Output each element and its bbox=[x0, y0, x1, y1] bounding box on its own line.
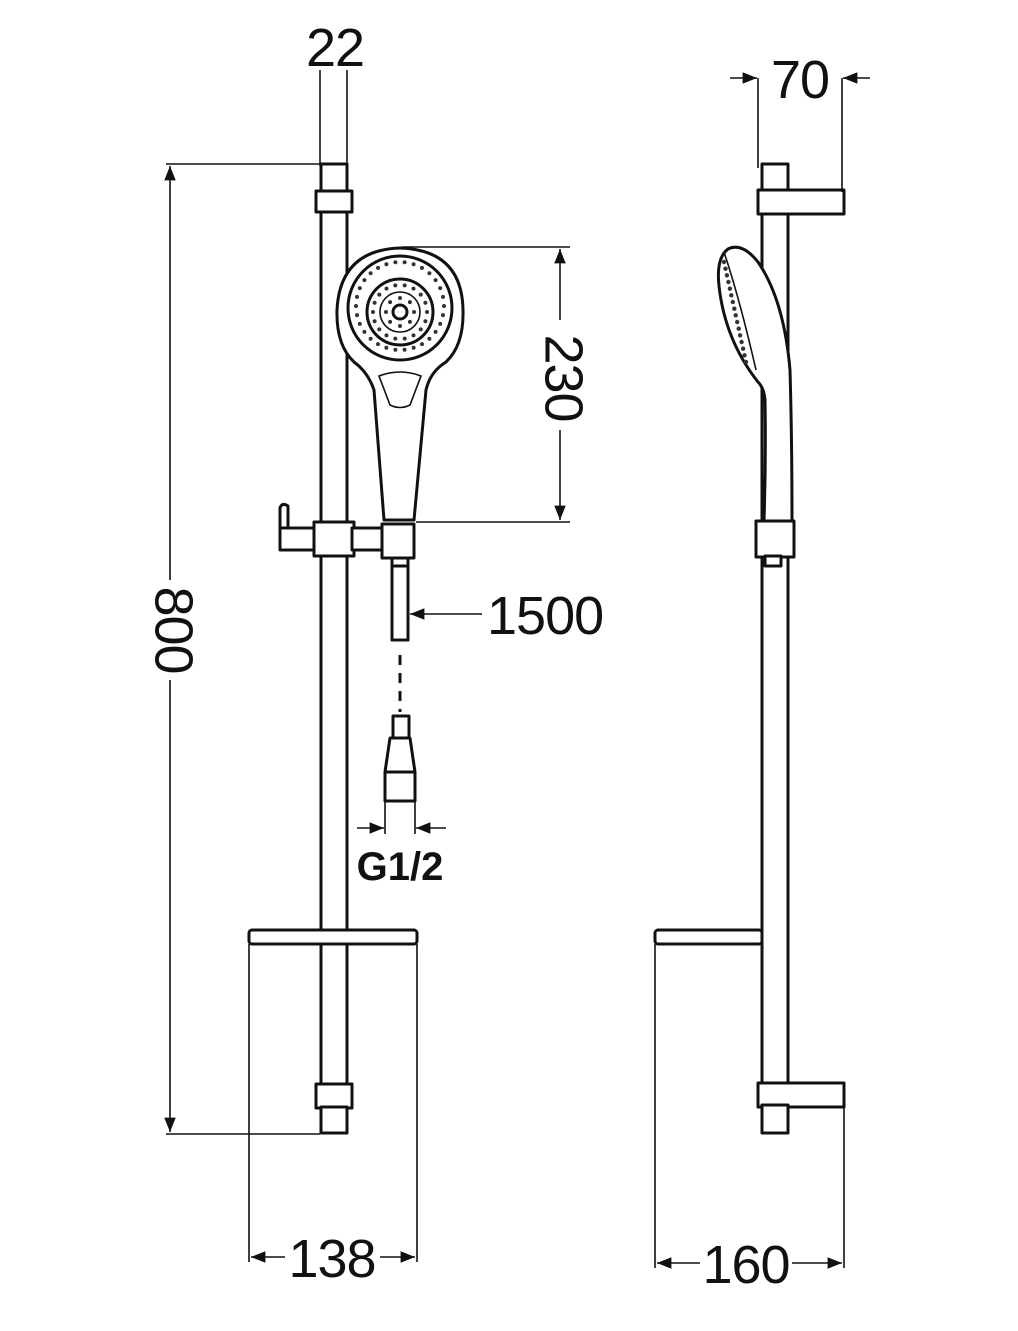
dim-shelf-depth: 160 bbox=[702, 1235, 789, 1295]
dim-wall-projection: 70 bbox=[771, 50, 829, 110]
top-bracket-collar bbox=[314, 189, 354, 214]
side-top-arm bbox=[756, 188, 846, 216]
dim-rail-diameter: 22 bbox=[306, 18, 364, 78]
slider-holder bbox=[278, 502, 416, 560]
dim-shelf-width: 138 bbox=[288, 1229, 375, 1289]
nozzles bbox=[354, 260, 446, 352]
side-hand-shower bbox=[716, 245, 794, 523]
dim-handshower-length: 230 bbox=[534, 334, 594, 421]
shower-hose bbox=[383, 556, 417, 803]
shelf-front bbox=[247, 928, 419, 946]
top-wall-bracket bbox=[319, 162, 349, 194]
bottom-wall-bracket bbox=[319, 1105, 349, 1135]
dim-total-height: 800 bbox=[144, 586, 204, 673]
dim-thread: G1/2 bbox=[357, 845, 444, 889]
bottom-bracket-collar bbox=[314, 1082, 354, 1110]
front-view bbox=[247, 162, 465, 1135]
side-slider bbox=[754, 519, 796, 559]
side-top-bracket bbox=[760, 162, 790, 194]
hand-shower bbox=[335, 246, 465, 522]
spray-face bbox=[346, 254, 454, 362]
side-shelf bbox=[653, 928, 764, 946]
side-bottom-bracket bbox=[760, 1103, 790, 1135]
dimension-lines bbox=[164, 70, 870, 1269]
side-view bbox=[653, 162, 846, 1135]
dim-hose-length: 1500 bbox=[487, 586, 603, 646]
center-nozzle bbox=[391, 303, 409, 321]
side-bottom-arm bbox=[756, 1081, 846, 1109]
